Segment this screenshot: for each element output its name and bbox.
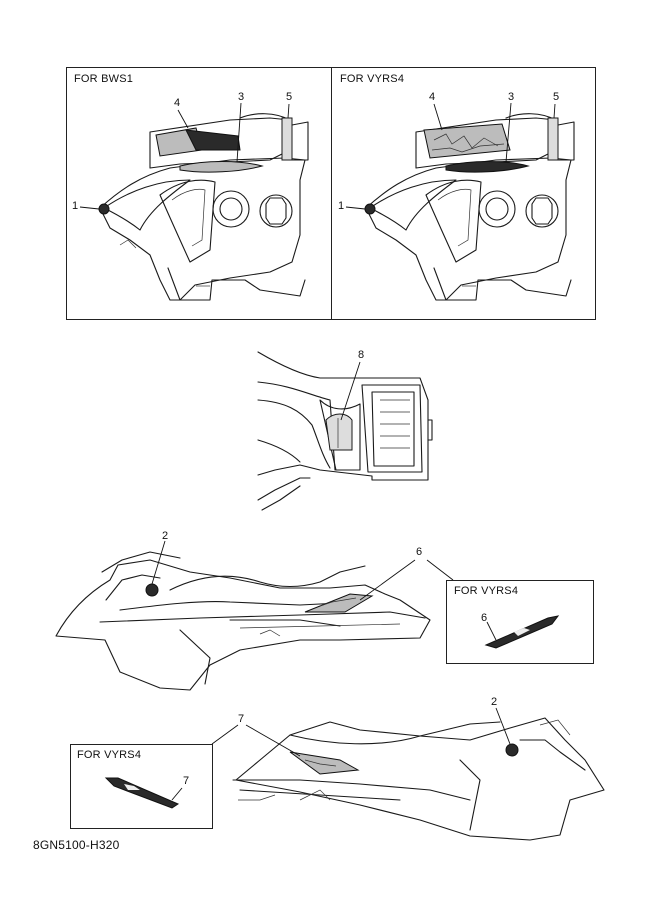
inset-title-7: FOR VYRS4	[77, 749, 142, 761]
callout-8: 8	[358, 349, 365, 361]
panel-title-vyrs4: FOR VYRS4	[340, 73, 405, 85]
callout-6-side: 6	[416, 546, 423, 558]
callout-1-left: 1	[72, 200, 79, 212]
callout-6-inset: 6	[481, 612, 488, 624]
diagram-code: 8GN5100-H320	[33, 838, 120, 852]
callout-4-right: 4	[429, 91, 436, 103]
inset-vyrs4-item6	[446, 580, 594, 664]
callout-4-left: 4	[174, 97, 181, 109]
panel-title-bws1: FOR BWS1	[74, 73, 134, 85]
inset-vyrs4-item7	[70, 744, 213, 829]
inset-title-6: FOR VYRS4	[454, 585, 519, 597]
callout-5-right: 5	[553, 91, 560, 103]
callout-2-side-left: 2	[491, 696, 498, 708]
callout-5-left: 5	[286, 91, 293, 103]
callout-7-inset: 7	[183, 775, 190, 787]
callout-3-left: 3	[238, 91, 245, 103]
callout-1-right: 1	[338, 200, 345, 212]
callout-7-side: 7	[238, 713, 245, 725]
panel-divider	[331, 67, 332, 320]
callout-2-side-right: 2	[162, 530, 169, 542]
callout-3-right: 3	[508, 91, 515, 103]
